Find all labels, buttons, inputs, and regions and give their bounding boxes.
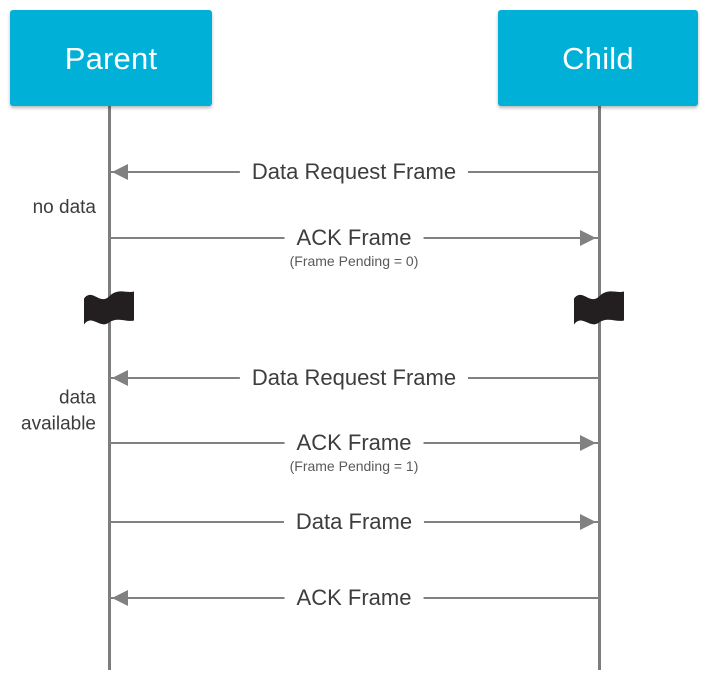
message-label-6: ACK Frame [284, 587, 424, 609]
arrowhead-left-3 [112, 370, 128, 386]
note-no-data: no data [33, 195, 96, 221]
participant-child[interactable]: Child [498, 10, 698, 106]
note-data-available: data available [21, 385, 96, 436]
lifeline-child [598, 106, 601, 670]
message-label-3: Data Request Frame [239, 367, 469, 389]
lifeline-parent [108, 106, 111, 670]
message-label-1: Data Request Frame [239, 161, 469, 183]
arrowhead-right-5 [580, 514, 596, 530]
arrowhead-left-6 [112, 590, 128, 606]
arrowhead-right-4 [580, 435, 596, 451]
break-marker-child [572, 290, 626, 335]
message-label-5: Data Frame [283, 511, 425, 533]
participant-parent[interactable]: Parent [10, 10, 212, 106]
participant-parent-label: Parent [64, 40, 158, 76]
arrowhead-left-1 [112, 164, 128, 180]
message-label-2: ACK Frame [284, 227, 424, 249]
note-no-data-line-1: no data [32, 197, 96, 219]
break-marker-parent [82, 290, 136, 335]
message-sublabel-2: (Frame Pending = 0) [289, 253, 419, 269]
note-data-available-line-2: available [21, 413, 96, 434]
message-sublabel-4: (Frame Pending = 1) [289, 458, 419, 474]
participant-child-label: Child [562, 40, 634, 76]
message-label-4: ACK Frame [284, 432, 424, 454]
arrowhead-right-2 [580, 230, 596, 246]
note-data-available-line-1: data [59, 387, 96, 409]
